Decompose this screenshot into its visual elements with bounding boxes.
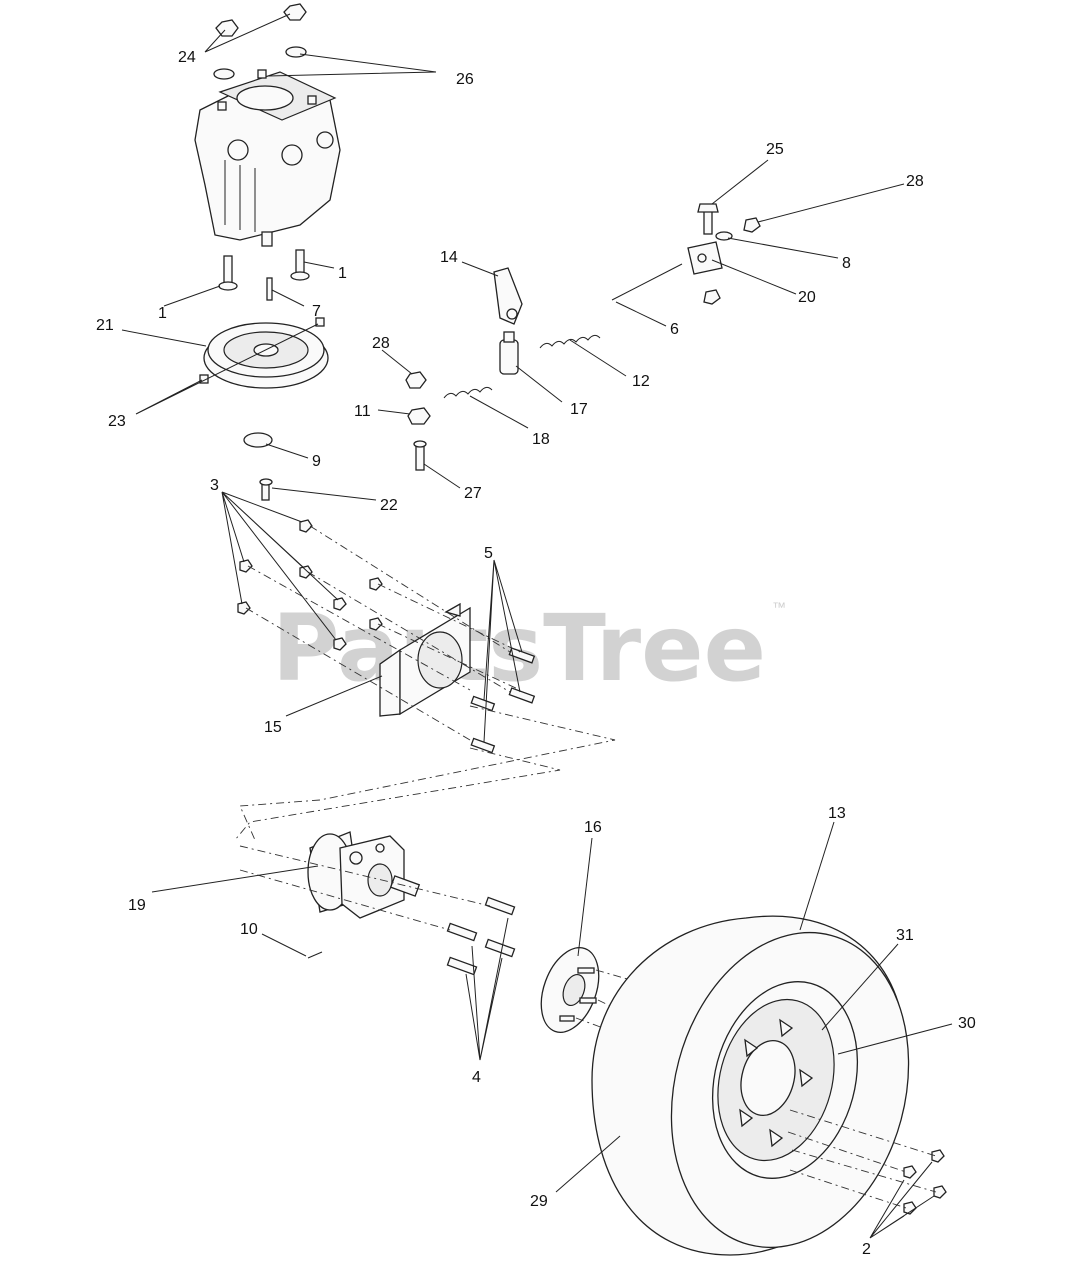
nut-24-parts — [215, 3, 307, 37]
callout-1: 1 — [338, 265, 347, 282]
wheel-hub — [540, 947, 600, 1033]
leader-lines — [121, 13, 953, 1239]
callout-1: 1 — [158, 305, 167, 322]
spring-12 — [539, 334, 601, 349]
callout-27: 27 — [464, 485, 482, 502]
callout-15: 15 — [264, 719, 282, 736]
fitting-17 — [499, 331, 519, 375]
callout-6: 6 — [670, 321, 679, 338]
watermark-text: PartsTree — [272, 595, 766, 702]
callout-13: 13 — [828, 805, 846, 822]
bolt-4-parts — [446, 896, 516, 976]
callout-21: 21 — [96, 317, 114, 334]
callout-29: 29 — [530, 1193, 548, 1210]
wheel-tire — [591, 915, 910, 1256]
set-screw — [315, 317, 325, 327]
bolt-22 — [259, 478, 273, 501]
callout-14: 14 — [440, 249, 458, 266]
alignment-lines — [234, 525, 616, 841]
spring-18 — [443, 386, 493, 399]
callout-10: 10 — [240, 921, 258, 938]
callout-20: 20 — [798, 289, 816, 306]
washer-9 — [243, 432, 273, 448]
lug-nut-parts — [903, 1149, 947, 1215]
washer-26-parts — [213, 46, 307, 80]
alignment-line — [239, 869, 451, 931]
callout-3: 3 — [210, 477, 219, 494]
bolt-27 — [413, 440, 427, 471]
set-screw — [199, 374, 209, 384]
callout-28: 28 — [372, 335, 390, 352]
callout-25: 25 — [766, 141, 784, 158]
callout-23: 23 — [108, 413, 126, 430]
callout-19: 19 — [128, 897, 146, 914]
bracket-14 — [493, 267, 523, 325]
watermark-trademark: ™ — [772, 599, 786, 615]
callout-16: 16 — [584, 819, 602, 836]
hydraulic-motor — [307, 831, 421, 919]
callout-2: 2 — [862, 1241, 871, 1258]
callout-22: 22 — [380, 497, 398, 514]
callout-9: 9 — [312, 453, 321, 470]
callout-26: 26 — [456, 71, 474, 88]
callout-4: 4 — [472, 1069, 481, 1086]
callout-28: 28 — [906, 173, 924, 190]
bracket-20 — [687, 241, 723, 275]
pulley — [203, 322, 329, 389]
nut-11 — [407, 407, 431, 425]
alignment-line — [239, 845, 491, 907]
washer-8 — [715, 231, 733, 241]
bolt-1-parts — [218, 249, 310, 301]
bolt-5-parts — [470, 647, 536, 754]
callout-17: 17 — [570, 401, 588, 418]
callout-24: 24 — [178, 49, 196, 66]
nut-3-parts — [237, 519, 383, 651]
nut-28 — [405, 371, 427, 389]
callout-12: 12 — [632, 373, 650, 390]
callout-30: 30 — [958, 1015, 976, 1032]
nut-28 — [743, 217, 761, 233]
callout-8: 8 — [842, 255, 851, 272]
nut — [703, 289, 721, 305]
callout-7: 7 — [312, 303, 321, 320]
alignment-line — [787, 1109, 937, 1209]
threaded-rod-6 — [611, 263, 683, 301]
cotter-pin — [307, 951, 323, 959]
motor-mount-plate — [379, 602, 471, 717]
callout-18: 18 — [532, 431, 550, 448]
callout-5: 5 — [484, 545, 493, 562]
callout-11: 11 — [354, 403, 371, 420]
bolt-25 — [697, 203, 719, 235]
callout-31: 31 — [896, 927, 914, 944]
callout-labels: 24 26 25 28 14 8 20 1 1 7 6 21 28 12 17 … — [96, 49, 976, 1258]
hydraulic-pump — [194, 69, 341, 247]
